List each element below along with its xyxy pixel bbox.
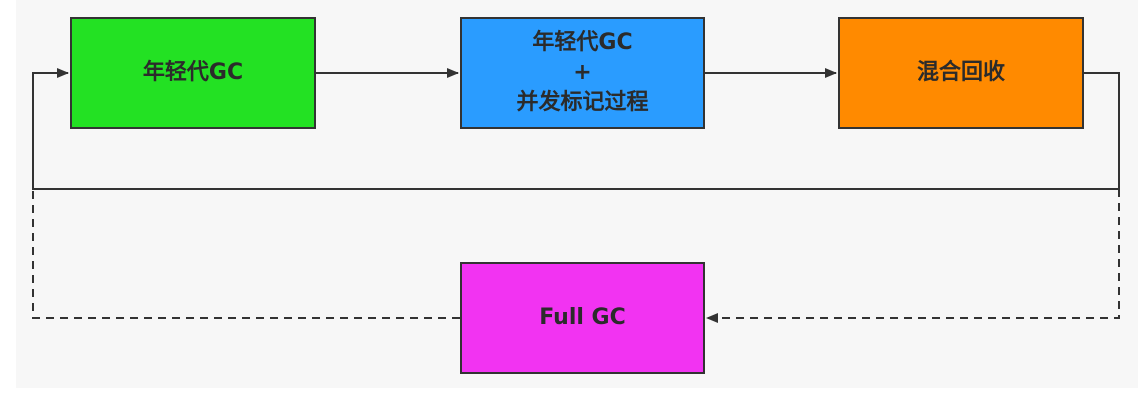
- young-gc-node: 年轻代GC: [70, 17, 316, 129]
- mixed-gc-node: 混合回收: [838, 17, 1084, 129]
- young-gc-marking-line3: 并发标记过程: [516, 90, 649, 115]
- young-gc-marking-line1: 年轻代GC: [532, 30, 633, 55]
- full-gc-label: Full GC: [539, 305, 626, 330]
- edge-mixed-to-full-dashed: [706, 189, 1120, 323]
- edge-mixed-loop-to-young: [32, 68, 1120, 190]
- edge-full-to-left-dashed: [32, 189, 460, 319]
- young-gc-concurrent-marking-node: 年轻代GC + 并发标记过程: [460, 17, 705, 129]
- mixed-gc-label: 混合回收: [916, 60, 1005, 85]
- young-gc-label: 年轻代GC: [142, 60, 244, 85]
- full-gc-node: Full GC: [460, 262, 705, 374]
- young-gc-marking-line2: +: [573, 60, 592, 85]
